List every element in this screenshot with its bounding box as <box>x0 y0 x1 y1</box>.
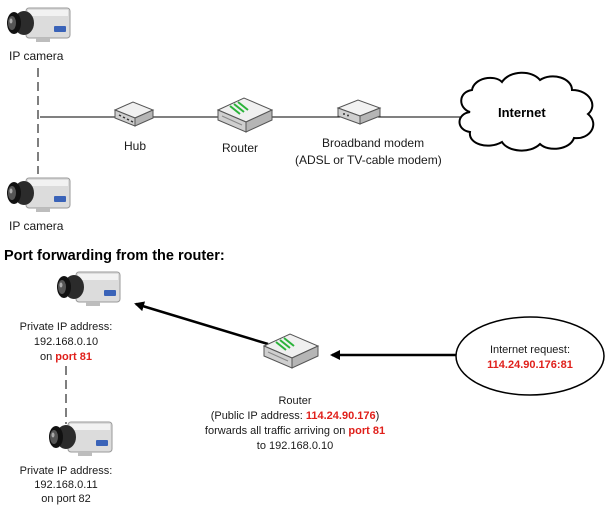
camera2-line1: Private IP address: <box>20 465 113 477</box>
router-label: Router <box>222 141 258 155</box>
modem-icon <box>337 99 381 125</box>
section-title: Port forwarding from the router: <box>4 248 225 264</box>
modem-label-line2: (ADSL or TV-cable modem) <box>295 153 442 167</box>
request-line1: Internet request: <box>490 344 570 356</box>
router2-line1: Router <box>278 395 311 407</box>
internet-cloud-icon <box>458 71 595 152</box>
internet-request-bubble <box>455 316 605 396</box>
bottom-camera-label: IP camera <box>9 219 64 233</box>
arrow-router-to-camera <box>134 301 269 346</box>
bottom-camera-icon <box>6 177 71 213</box>
camera1-line2: 192.168.0.10 <box>34 336 98 348</box>
router2-public-ip: 114.24.90.176 <box>306 410 376 422</box>
router2-port: port 81 <box>348 425 385 437</box>
top-camera-label: IP camera <box>9 49 64 63</box>
router2-icon <box>263 333 319 369</box>
camera1-line1: Private IP address: <box>20 321 113 333</box>
hub-label: Hub <box>124 139 146 153</box>
camera2-icon <box>48 421 113 457</box>
camera1-port: port 81 <box>55 351 92 363</box>
request-address: 114.24.90.176:81 <box>487 359 573 371</box>
internet-label: Internet <box>498 105 546 120</box>
router2-line2: (Public IP address: 114.24.90.176) <box>211 410 380 422</box>
camera2-line3: on port 82 <box>41 493 91 505</box>
router2-ip-prefix: (Public IP address: <box>211 410 306 422</box>
router2-forward-text: forwards all traffic arriving on <box>205 425 348 437</box>
camera1-icon <box>56 271 121 307</box>
top-camera-icon <box>6 7 71 43</box>
router2-line4: to 192.168.0.10 <box>257 440 333 452</box>
router2-line3: forwards all traffic arriving on port 81 <box>205 425 385 437</box>
hub-icon <box>114 101 154 127</box>
modem-label-line1: Broadband modem <box>322 136 424 150</box>
router2-ip-suffix: ) <box>376 410 380 422</box>
camera1-line3: on port 81 <box>40 351 92 363</box>
router-icon <box>217 97 273 133</box>
camera2-line2: 192.168.0.11 <box>34 479 97 491</box>
camera1-on-text: on <box>40 351 55 363</box>
